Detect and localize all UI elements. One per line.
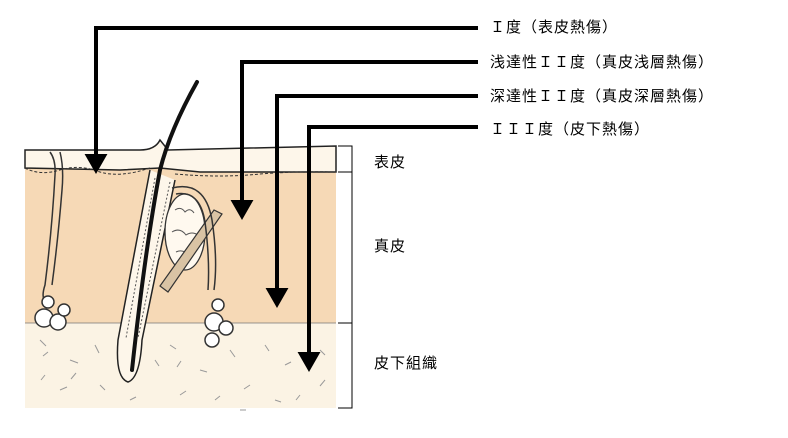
arrow-degree-3: [307, 125, 478, 356]
label-dermis: 真皮: [374, 237, 407, 255]
epidermis-layer: [24, 138, 337, 173]
label-degree-3: ＩＩＩ度（皮下熱傷）: [490, 120, 651, 138]
label-degree-2-superficial: 浅達性ＩＩ度（真皮浅層熱傷）: [490, 53, 715, 71]
bracket-epidermis: [338, 145, 353, 173]
skin-block: [24, 138, 337, 408]
burn-arrows: [84, 26, 478, 373]
basement-membrane: [24, 166, 337, 177]
label-subcutaneous: 皮下組織: [374, 354, 439, 372]
label-degree-1: Ｉ度（表皮熱傷）: [490, 18, 619, 36]
sweat-gland-right: [171, 186, 234, 348]
layer-brackets: [338, 145, 353, 409]
hair-follicle: [116, 80, 199, 383]
subcutaneous-layer: [25, 323, 336, 408]
fat-texture: [39, 339, 326, 411]
hair-shaft: [130, 80, 199, 372]
arrow-degree-2-deep: [275, 94, 478, 292]
label-epidermis: 表皮: [374, 153, 407, 171]
label-degree-2-deep: 深達性ＩＩ度（真皮深層熱傷）: [490, 87, 715, 105]
bracket-subcutis: [338, 322, 353, 409]
sweat-gland-left: [34, 151, 71, 331]
arrow-degree-2-superficial: [240, 60, 478, 204]
bracket-dermis: [338, 171, 353, 324]
arrow-degree-1: [94, 26, 478, 158]
